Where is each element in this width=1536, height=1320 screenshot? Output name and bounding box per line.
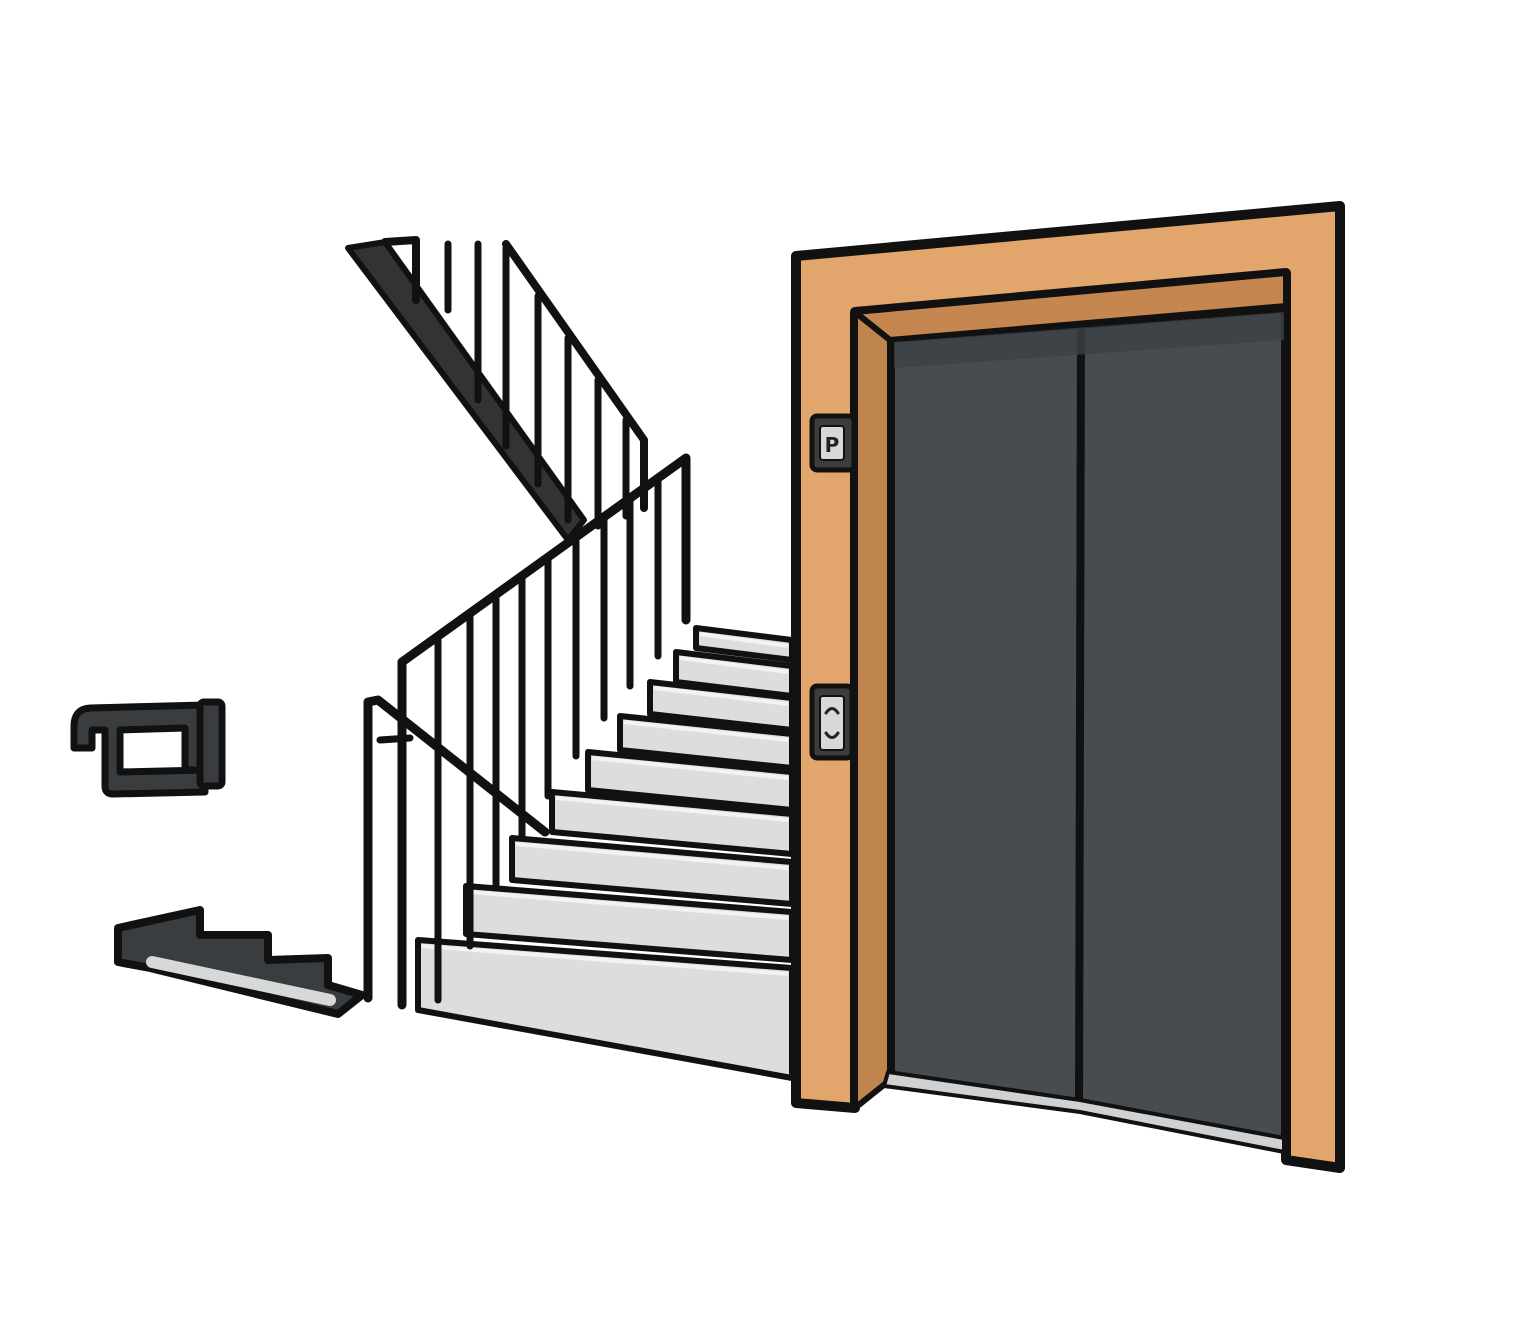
handrail-bracket-icon <box>70 698 226 798</box>
floor-indicator-label: P <box>825 433 840 457</box>
stair-nosing <box>469 890 789 920</box>
stair-nosing <box>421 944 789 976</box>
upper-balusters <box>444 240 630 530</box>
stair-nosing <box>555 796 789 822</box>
up-down-arrows-icon[interactable] <box>809 683 855 761</box>
upper-railing <box>345 236 648 543</box>
stair-treads <box>415 625 795 1081</box>
elevator-door-right[interactable] <box>1077 307 1287 1143</box>
stair-nosing <box>679 656 789 674</box>
elevator-door-left[interactable] <box>889 323 1083 1105</box>
stair-nosing <box>515 842 789 870</box>
staircase <box>415 625 795 1081</box>
elevator: P <box>791 201 1345 1173</box>
stair-nosing <box>591 756 789 780</box>
floor-indicator-icon: P <box>809 413 857 473</box>
stairs-icon <box>114 906 366 1018</box>
lower-balusters <box>434 476 662 1004</box>
stair-nosing <box>653 686 789 706</box>
stair-nosing <box>623 720 789 742</box>
stair-nosing <box>699 632 789 648</box>
lower-railing <box>363 453 691 1010</box>
